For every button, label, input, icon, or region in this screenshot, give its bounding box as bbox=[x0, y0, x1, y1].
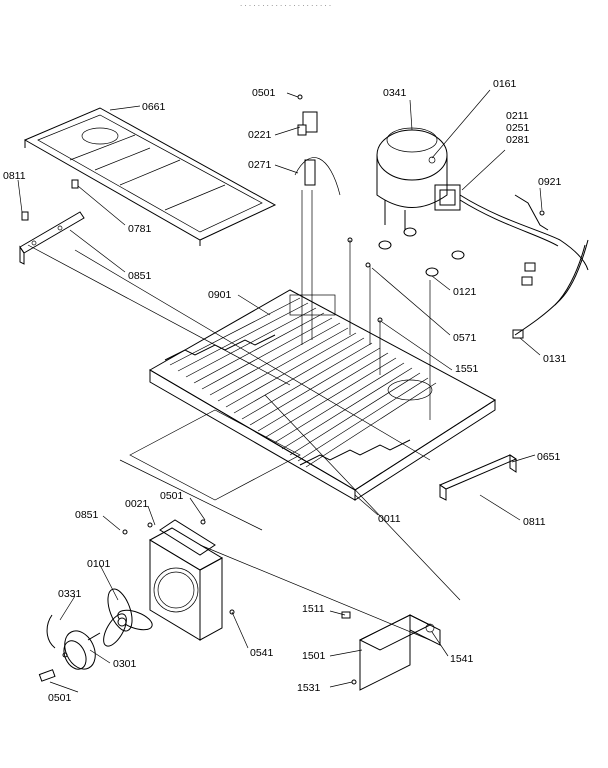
label-0851-top: 0851 bbox=[128, 270, 152, 282]
label-0661: 0661 bbox=[142, 101, 166, 113]
label-0131: 0131 bbox=[543, 353, 567, 365]
condenser-base bbox=[149, 289, 496, 501]
label-0101: 0101 bbox=[87, 558, 111, 570]
label-0301: 0301 bbox=[113, 658, 137, 670]
screws bbox=[62, 94, 545, 685]
fan-motor bbox=[38, 614, 101, 682]
label-1501: 1501 bbox=[302, 650, 326, 662]
header-text: . . . . . . . . . . . . . . . . . . . . … bbox=[240, 0, 331, 8]
label-0501-bottom: 0501 bbox=[48, 692, 72, 704]
label-1541: 1541 bbox=[450, 653, 474, 665]
label-0021: 0021 bbox=[125, 498, 149, 510]
label-0221: 0221 bbox=[248, 129, 272, 141]
fan-shroud bbox=[148, 519, 224, 641]
label-0251: 0251 bbox=[506, 122, 530, 134]
label-1551: 1551 bbox=[455, 363, 479, 375]
label-0781: 0781 bbox=[128, 223, 152, 235]
left-bracket bbox=[19, 179, 85, 265]
label-0851-bottom: 0851 bbox=[75, 509, 99, 521]
right-bracket bbox=[438, 454, 518, 501]
label-0541: 0541 bbox=[250, 647, 274, 659]
relay-assembly bbox=[294, 111, 341, 345]
label-0341: 0341 bbox=[383, 87, 407, 99]
label-0921: 0921 bbox=[538, 176, 562, 188]
label-0011: 0011 bbox=[378, 513, 401, 525]
label-0811-left: 0811 bbox=[3, 170, 26, 182]
label-0121: 0121 bbox=[453, 286, 477, 298]
compressor bbox=[376, 127, 465, 277]
label-0571: 0571 bbox=[453, 332, 477, 344]
label-0331: 0331 bbox=[58, 588, 82, 600]
cover-panel bbox=[23, 107, 277, 246]
label-1531: 1531 bbox=[297, 682, 321, 694]
label-0811-right: 0811 bbox=[523, 516, 546, 528]
drain-bracket bbox=[341, 611, 441, 691]
base-leaders bbox=[349, 240, 431, 420]
label-0211: 0211 bbox=[506, 110, 529, 122]
wiring-harness bbox=[459, 194, 589, 339]
gasket-outline bbox=[129, 409, 301, 501]
label-0501-top: 0501 bbox=[252, 87, 276, 99]
fan-blade bbox=[103, 588, 153, 647]
label-0901: 0901 bbox=[208, 289, 232, 301]
label-0501-mid: 0501 bbox=[160, 490, 184, 502]
label-0271: 0271 bbox=[248, 159, 272, 171]
label-1511: 1511 bbox=[302, 603, 325, 615]
label-0161: 0161 bbox=[493, 78, 517, 90]
assembly-lines bbox=[27, 244, 461, 641]
label-leaders bbox=[17, 89, 543, 693]
label-0651: 0651 bbox=[537, 451, 561, 463]
label-0281: 0281 bbox=[506, 134, 530, 146]
